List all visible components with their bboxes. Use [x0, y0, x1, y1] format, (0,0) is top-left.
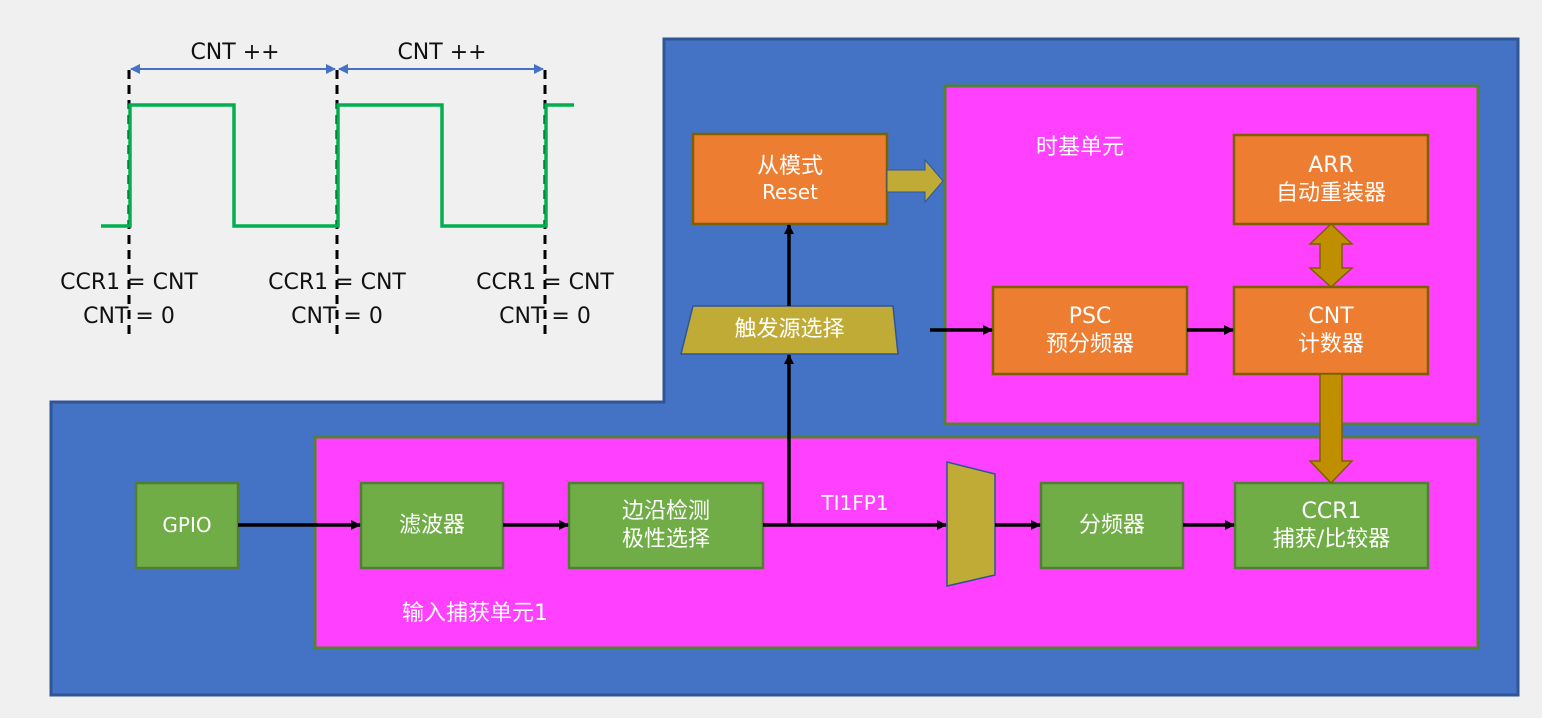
arr-cnt-double-arrow [1308, 222, 1354, 289]
slave-mode-action: Reset [762, 180, 818, 205]
arr-block [1232, 133, 1430, 226]
psc-label: PSC 预分频器 [993, 287, 1187, 374]
event-label: CCR1 = CNT CNT = 0 [242, 266, 432, 334]
gpio-block [134, 481, 240, 570]
cnt-ccr1-bus-arrow [1308, 373, 1354, 485]
ti1fp1-label: TI1FP1 [821, 490, 889, 515]
cnt-desc: 计数器 [1297, 331, 1364, 357]
event-label: CCR1 = CNT CNT = 0 [34, 266, 224, 334]
waveform-diagram [101, 64, 574, 338]
mux-shape [946, 461, 996, 587]
filter-block [359, 481, 505, 570]
event-line2: CNT = 0 [291, 304, 383, 330]
psc-name: PSC [1068, 304, 1112, 329]
edge-detect-line2: 极性选择 [621, 526, 710, 552]
cnt-name: CNT [1308, 304, 1354, 329]
filter-label: 滤波器 [398, 512, 465, 538]
edge-detect-line1: 边沿检测 [621, 499, 710, 524]
prescaler-label: 分频器 [1078, 512, 1145, 538]
slave-mode-label: 从模式 Reset [693, 134, 887, 224]
psc-desc: 预分频器 [1045, 331, 1134, 357]
trigger-select-shape [680, 305, 899, 355]
trigger-select-label: 触发源选择 [734, 317, 845, 343]
edge-detect-block [567, 481, 765, 570]
cnt-label: CNT 计数器 [1234, 287, 1428, 374]
time-base-unit-title: 时基单元 [1035, 135, 1124, 161]
slave-mode-title: 从模式 [756, 153, 823, 179]
ccr1-label: CCR1 捕获/比较器 [1235, 483, 1428, 568]
event-line1: CCR1 = CNT [476, 270, 614, 295]
arr-label: ARR 自动重装器 [1234, 135, 1428, 224]
arr-name: ARR [1308, 153, 1354, 178]
interval-label: CNT ++ [190, 40, 280, 65]
event-line1: CCR1 = CNT [60, 270, 198, 295]
square-wave-signal [101, 103, 574, 228]
cnt-block [1232, 285, 1430, 376]
input-capture-unit-title: 输入捕获单元1 [402, 601, 548, 627]
event-line2: CNT = 0 [499, 304, 591, 330]
interval-label: CNT ++ [397, 40, 487, 65]
edge-detect-label: 边沿检测 极性选择 [569, 483, 763, 568]
slave-mode-block [691, 132, 889, 226]
reset-block-arrow [886, 158, 944, 204]
event-line1: CCR1 = CNT [268, 270, 406, 295]
gpio-label: GPIO [162, 513, 212, 537]
ccr1-name: CCR1 [1301, 499, 1362, 524]
arr-desc: 自动重装器 [1275, 180, 1386, 206]
ccr1-desc: 捕获/比较器 [1272, 526, 1391, 552]
event-line2: CNT = 0 [83, 304, 175, 330]
event-label: CCR1 = CNT CNT = 0 [450, 266, 640, 334]
